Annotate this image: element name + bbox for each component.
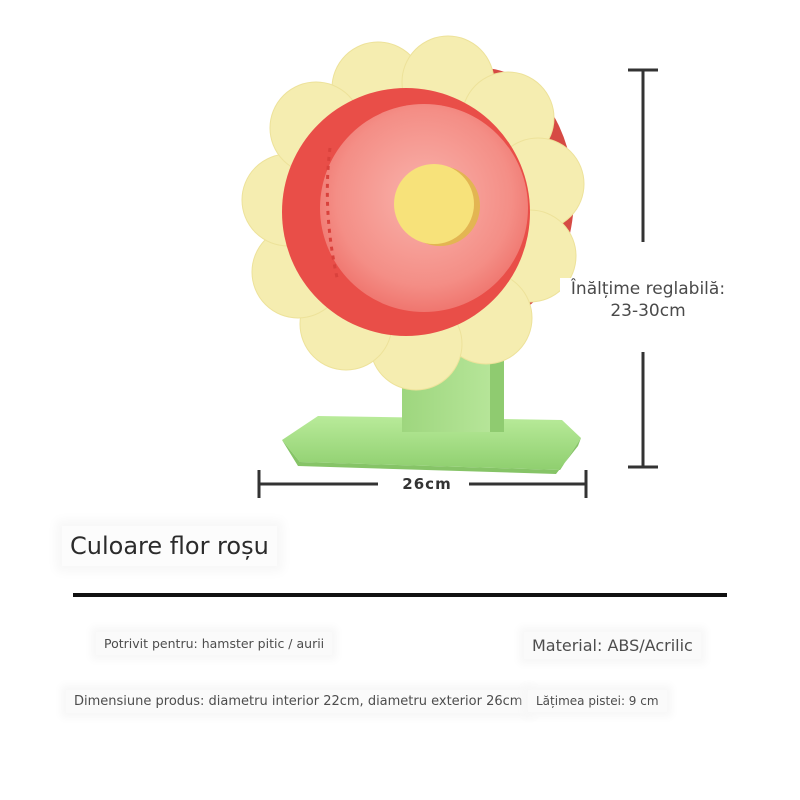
spec-dimensions: Dimensiune produs: diametru interior 22c… (66, 690, 531, 713)
spec-material: Material: ABS/Acrilic (524, 632, 701, 659)
wheel-hub (394, 164, 480, 246)
divider (73, 593, 727, 597)
height-label-value: 23-30cm (610, 301, 686, 321)
width-label: 26cm (385, 475, 469, 493)
spec-suitable-for: Potrivit pentru: hamster pitic / aurii (96, 632, 333, 655)
height-label-title: Înălțime reglabilă: (570, 279, 726, 299)
stand-base (282, 416, 581, 474)
spec-track-width: Lățimea pistei: 9 cm (528, 690, 667, 712)
color-variant-title: Culoare flor roșu (62, 526, 277, 566)
height-dimension-line (628, 68, 658, 469)
width-dimension-line (257, 470, 588, 498)
height-label: Înălțime reglabilă: 23-30cm (560, 278, 736, 322)
product-illustration (241, 35, 658, 498)
